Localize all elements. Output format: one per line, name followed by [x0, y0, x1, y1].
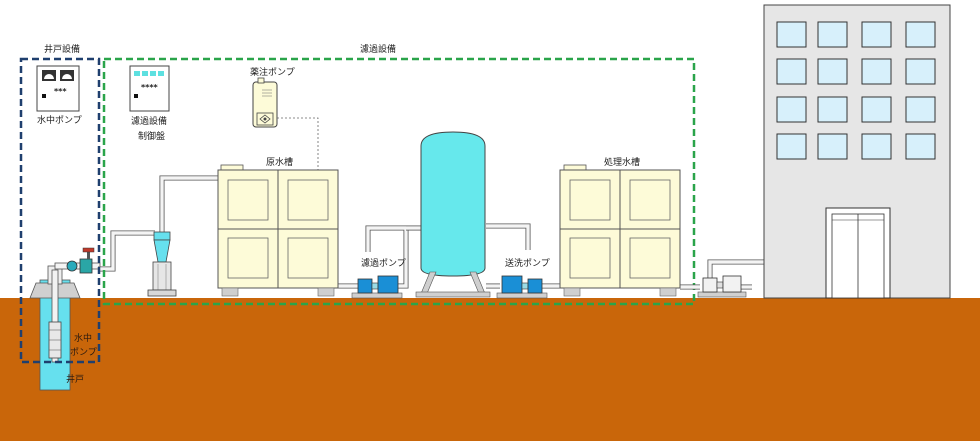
building-windows	[776, 21, 936, 160]
chemical-pump-tank	[252, 77, 319, 170]
building	[763, 4, 951, 299]
well-pump-label-line1: 水中	[74, 334, 93, 344]
submersible-pump-panel-indicator: ***	[54, 87, 67, 96]
filtration-control-panel	[129, 65, 170, 112]
filtration-panel-indicator: ****	[141, 83, 158, 92]
ground	[0, 298, 980, 441]
filtration-panel-label-line1: 濾過設備	[131, 117, 168, 127]
chemical-pump-label: 薬注ポンプ	[250, 68, 295, 78]
cyclone-strainer	[147, 231, 177, 297]
raw-water-tank-label: 原水槽	[266, 158, 294, 168]
well-equipment-label: 井戸設備	[44, 45, 81, 55]
well	[29, 265, 81, 391]
wash-pump-label: 送洗ポンプ	[505, 259, 550, 269]
well-equipment-box	[19, 57, 101, 364]
supply-pump	[697, 275, 747, 298]
treated-water-tank	[559, 164, 681, 297]
filter-vessel	[415, 131, 491, 298]
well-label: 井戸	[66, 375, 85, 385]
building-entrance	[825, 207, 891, 299]
filtration-pump	[351, 275, 403, 299]
wash-pump	[496, 275, 548, 299]
raw-water-tank	[217, 164, 339, 297]
main-piping	[159, 175, 764, 290]
submersible-pump-panel	[36, 65, 80, 112]
submersible-pump-panel-label: 水中ポンプ	[37, 116, 82, 126]
well-discharge-piping	[54, 230, 155, 274]
well-pump-label-line2: ポンプ	[70, 348, 97, 358]
filtration-pump-label: 濾過ポンプ	[361, 259, 406, 269]
filtration-equipment-label: 濾過設備	[360, 45, 397, 55]
treated-water-tank-label: 処理水槽	[604, 158, 641, 168]
filtration-panel-label-line2: 制御盤	[138, 132, 166, 142]
